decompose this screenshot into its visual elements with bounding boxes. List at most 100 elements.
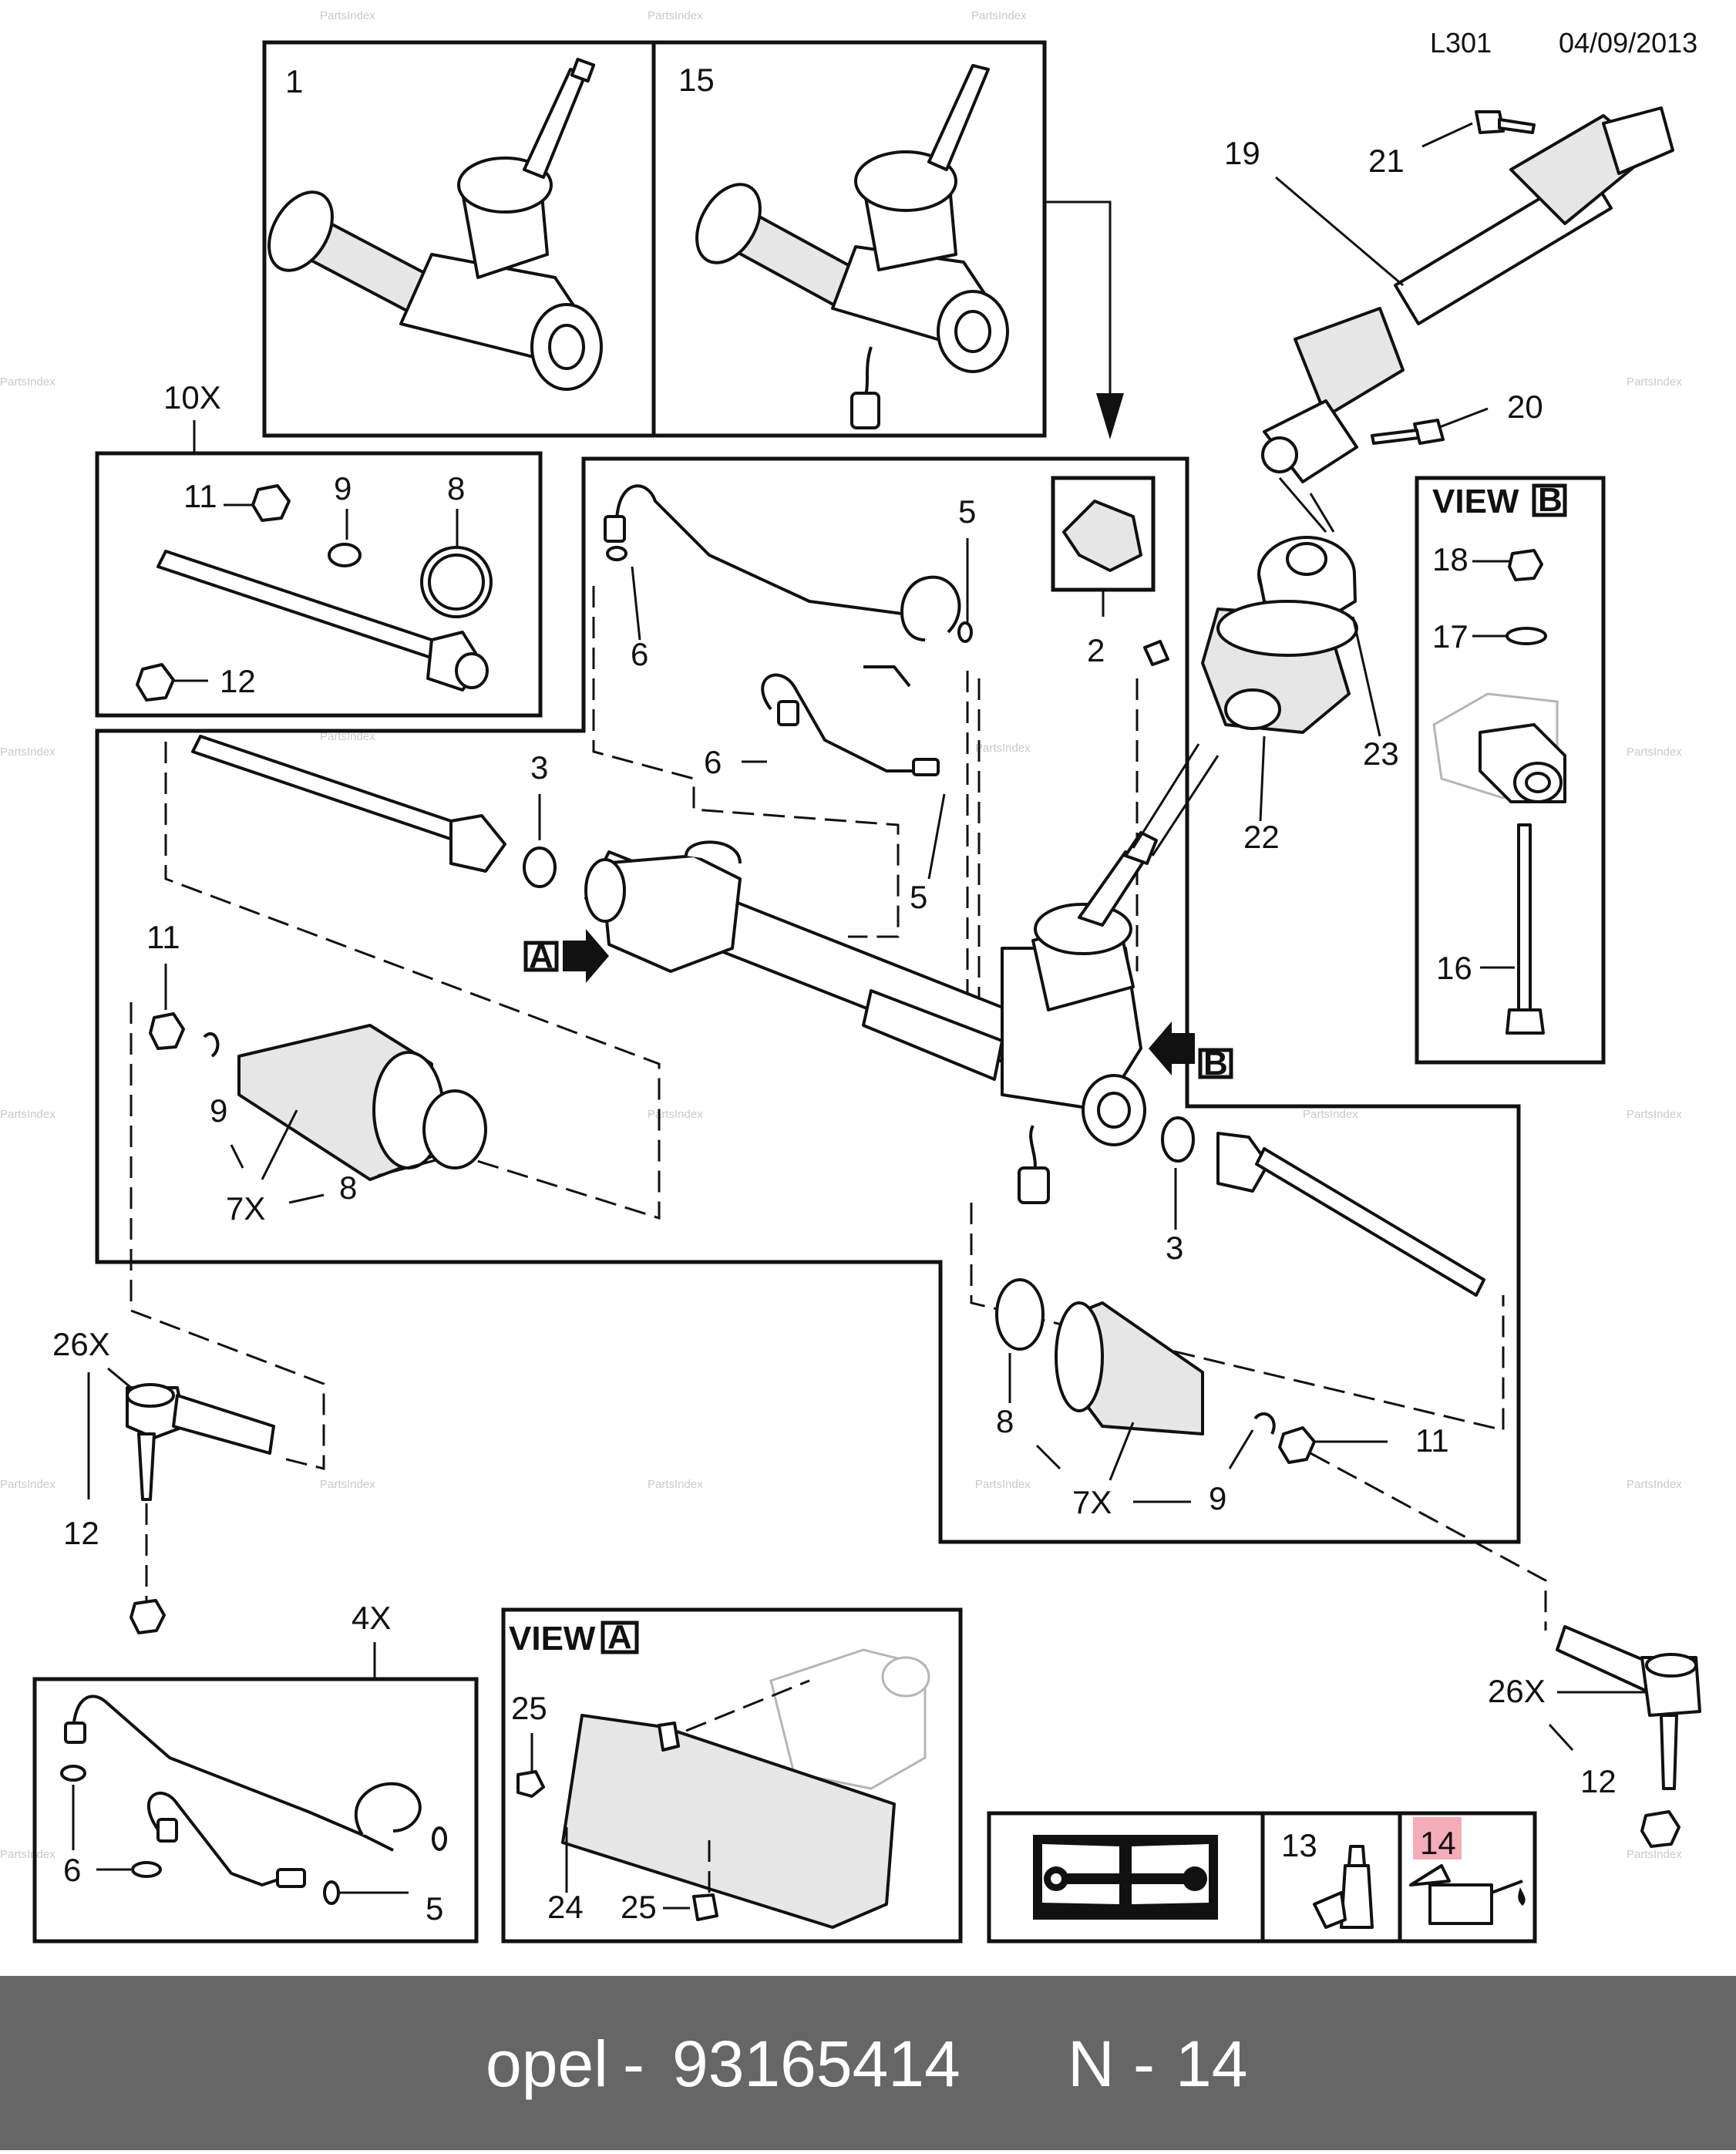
inner-tie-rod-right (1216, 1132, 1485, 1297)
nut-icon (1278, 1426, 1316, 1464)
column-boot (1201, 536, 1358, 734)
bolt-icon (692, 1893, 718, 1921)
arrow-a-letter: A (529, 937, 553, 975)
callout-7x: 7X (226, 1190, 265, 1227)
grommet-icon (1062, 500, 1142, 572)
watermarks: PartsIndex PartsIndex PartsIndex PartsIn… (0, 9, 1682, 1861)
callout-1: 1 (285, 63, 303, 99)
tie-rod-kit (156, 550, 489, 692)
box-view-a (501, 1607, 963, 1944)
nut-icon (1640, 1810, 1680, 1848)
arrow-b-tag (1198, 1048, 1233, 1079)
callout-22: 22 (1243, 819, 1280, 855)
box-variant-15 (651, 40, 1047, 438)
callout-26x: 26X (52, 1326, 110, 1362)
nut-icon (149, 1012, 185, 1050)
watermark: PartsIndex (1627, 745, 1682, 759)
callout-11b: 11 (146, 919, 180, 955)
callout-24: 24 (547, 1889, 584, 1925)
arrow-b-letter: B (1203, 1045, 1228, 1082)
intermediate-shaft (1261, 106, 1674, 483)
bellows-boot-right (1055, 1301, 1204, 1435)
arrow-left-icon (1149, 1021, 1195, 1075)
bolt-icon (516, 1770, 545, 1798)
steering-gear-variant-15 (695, 64, 1009, 429)
callout-25: 25 (511, 1690, 547, 1726)
sealant-bottle-icon (1313, 1845, 1374, 1929)
callout-10x: 10X (163, 379, 221, 416)
callout-5: 5 (958, 493, 976, 530)
box-kit-10x (95, 451, 543, 718)
footer-ref-number: 14 (1176, 2028, 1247, 2100)
callout-19: 19 (1224, 135, 1260, 171)
callout-5c: 5 (426, 1890, 443, 1927)
callout-3b: 3 (1166, 1230, 1183, 1266)
watermark: PartsIndex (648, 1108, 703, 1121)
arrow-right-icon (563, 929, 609, 983)
watermark: PartsIndex (648, 9, 703, 22)
clamp-icon (328, 543, 362, 567)
watermark: PartsIndex (1627, 375, 1682, 389)
callout-14: 14 (1420, 1825, 1456, 1861)
footer-part-number: 93165414 (672, 2028, 961, 2100)
watermark: PartsIndex (0, 1848, 56, 1861)
arrow-down-icon (1096, 393, 1124, 439)
watermark: PartsIndex (975, 1478, 1031, 1491)
view-b-letter: B (1538, 481, 1563, 519)
heat-shield (561, 1714, 896, 1929)
callout-20: 20 (1507, 389, 1543, 425)
outer-tie-rod-left (126, 1383, 275, 1501)
pipe-kit-4x (64, 1695, 422, 1888)
watermark: PartsIndex (1627, 1108, 1682, 1121)
callout-7x-b: 7X (1072, 1484, 1112, 1520)
nut-icon (130, 1599, 166, 1634)
view-b-title: VIEW (1432, 483, 1519, 520)
callout-17: 17 (1432, 618, 1469, 655)
ring-icon (523, 846, 557, 888)
callout-18: 18 (1432, 541, 1469, 577)
box-view-b (1415, 476, 1606, 1065)
callout-8c: 8 (996, 1403, 1014, 1439)
callout-6: 6 (631, 636, 648, 672)
diagram-date: 04/09/2013 (1559, 27, 1697, 59)
callout-8: 8 (447, 470, 465, 507)
watermark: PartsIndex (1627, 1848, 1682, 1861)
callout-8b: 8 (339, 1170, 357, 1206)
view-b-housing (1432, 692, 1566, 803)
callout-13: 13 (1281, 1827, 1317, 1863)
callout-16: 16 (1436, 950, 1472, 986)
callout-9b: 9 (210, 1092, 227, 1129)
clamp-icon (203, 1032, 220, 1058)
bolt-icon (1475, 110, 1505, 134)
callout-4x: 4X (352, 1600, 391, 1636)
callout-12: 12 (220, 663, 256, 699)
callout-15: 15 (678, 62, 715, 98)
view-a-letter: A (607, 1618, 632, 1656)
footer-ref-prefix: N (1068, 2028, 1115, 2100)
callout-3: 3 (530, 749, 548, 786)
nut-icon (251, 484, 291, 522)
clamp-icon (1253, 1412, 1276, 1435)
view-a-title: VIEW (509, 1620, 596, 1658)
hydraulic-lines (604, 484, 961, 776)
watermark: PartsIndex (320, 1478, 375, 1491)
watermark: PartsIndex (320, 730, 375, 743)
highlight-item-14 (1413, 1817, 1462, 1860)
watermark: PartsIndex (975, 742, 1031, 755)
view-a-tag (601, 1621, 639, 1654)
watermark: PartsIndex (648, 1478, 703, 1491)
footer-separator: - (1133, 2028, 1155, 2100)
callout-5b: 5 (910, 879, 927, 915)
washer-icon (1506, 627, 1547, 645)
watermark: PartsIndex (1627, 1478, 1682, 1491)
diagram-code: L301 (1430, 27, 1492, 59)
watermark: PartsIndex (1303, 1108, 1358, 1121)
callout-12b: 12 (63, 1515, 99, 1551)
watermark: PartsIndex (971, 9, 1027, 22)
manual-book-icon (1033, 1835, 1218, 1920)
view-a-housing (769, 1648, 930, 1790)
lubricant-can-icon (1409, 1864, 1526, 1925)
bellows-boot-left (237, 1024, 487, 1181)
watermark: PartsIndex (0, 745, 56, 759)
